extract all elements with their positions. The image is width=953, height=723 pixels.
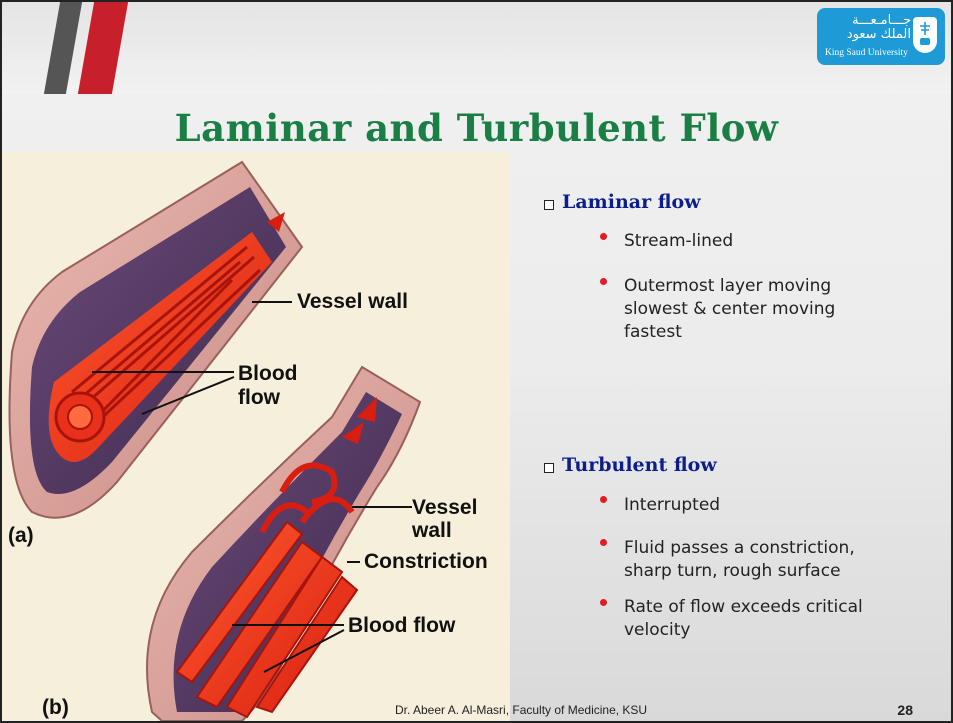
bullet-dot-icon xyxy=(600,278,607,285)
label-b: (b) xyxy=(42,696,69,719)
crest-icon xyxy=(913,17,937,53)
bullet-text: slowest & center moving xyxy=(624,298,835,320)
bullet-dot-icon xyxy=(600,539,607,546)
vessel-b xyxy=(147,367,420,721)
bullet-text: sharp turn, rough surface xyxy=(624,560,841,582)
label-constriction: Constriction xyxy=(364,550,488,573)
label-blood-flow-bottom: Blood flow xyxy=(348,614,455,637)
logo-arabic-line2: الملك سعود xyxy=(825,28,911,42)
logo-arabic-text: جـــامـعـــة الملك سعود xyxy=(825,14,911,42)
bullet-text: Rate of flow exceeds critical xyxy=(624,596,863,618)
bullet-dot-icon xyxy=(600,233,607,240)
bullet-text: velocity xyxy=(624,619,690,641)
bullet-text: fastest xyxy=(624,321,682,343)
label-blood-flow-top-2: flow xyxy=(238,386,280,409)
bullet-text: Interrupted xyxy=(624,494,720,516)
checkbox-bullet-icon xyxy=(544,463,554,473)
bullet-dot-icon xyxy=(600,496,607,503)
label-blood-flow-top-1: Blood xyxy=(238,362,297,385)
bullet-dot-icon xyxy=(600,599,607,606)
bullet-text: Outermost layer moving xyxy=(624,275,831,297)
bullet-text: Fluid passes a constriction, xyxy=(624,537,855,559)
slide-title: Laminar and Turbulent Flow xyxy=(2,106,951,150)
section-heading-turbulent: Turbulent flow xyxy=(562,454,717,476)
label-vessel-wall-top: Vessel wall xyxy=(297,290,408,313)
checkbox-bullet-icon xyxy=(544,200,554,210)
vessel-a xyxy=(10,162,303,518)
page-number: 28 xyxy=(897,702,913,718)
header-band xyxy=(2,2,951,94)
label-a: (a) xyxy=(8,524,34,547)
section-heading-laminar: Laminar flow xyxy=(562,191,701,213)
label-vessel-wall-bottom: Vessel wall xyxy=(412,496,510,542)
logo-english-text: King Saud University xyxy=(825,48,908,58)
bullet-text: Stream-lined xyxy=(624,230,733,252)
blood-flow-illustration: Vessel wall Blood flow Vessel wall Const… xyxy=(2,152,510,721)
logo-arabic-line1: جـــامـعـــة xyxy=(825,14,911,28)
footer-credit: Dr. Abeer A. Al-Masri, Faculty of Medici… xyxy=(395,703,647,717)
university-logo: جـــامـعـــة الملك سعود King Saud Univer… xyxy=(817,8,945,65)
